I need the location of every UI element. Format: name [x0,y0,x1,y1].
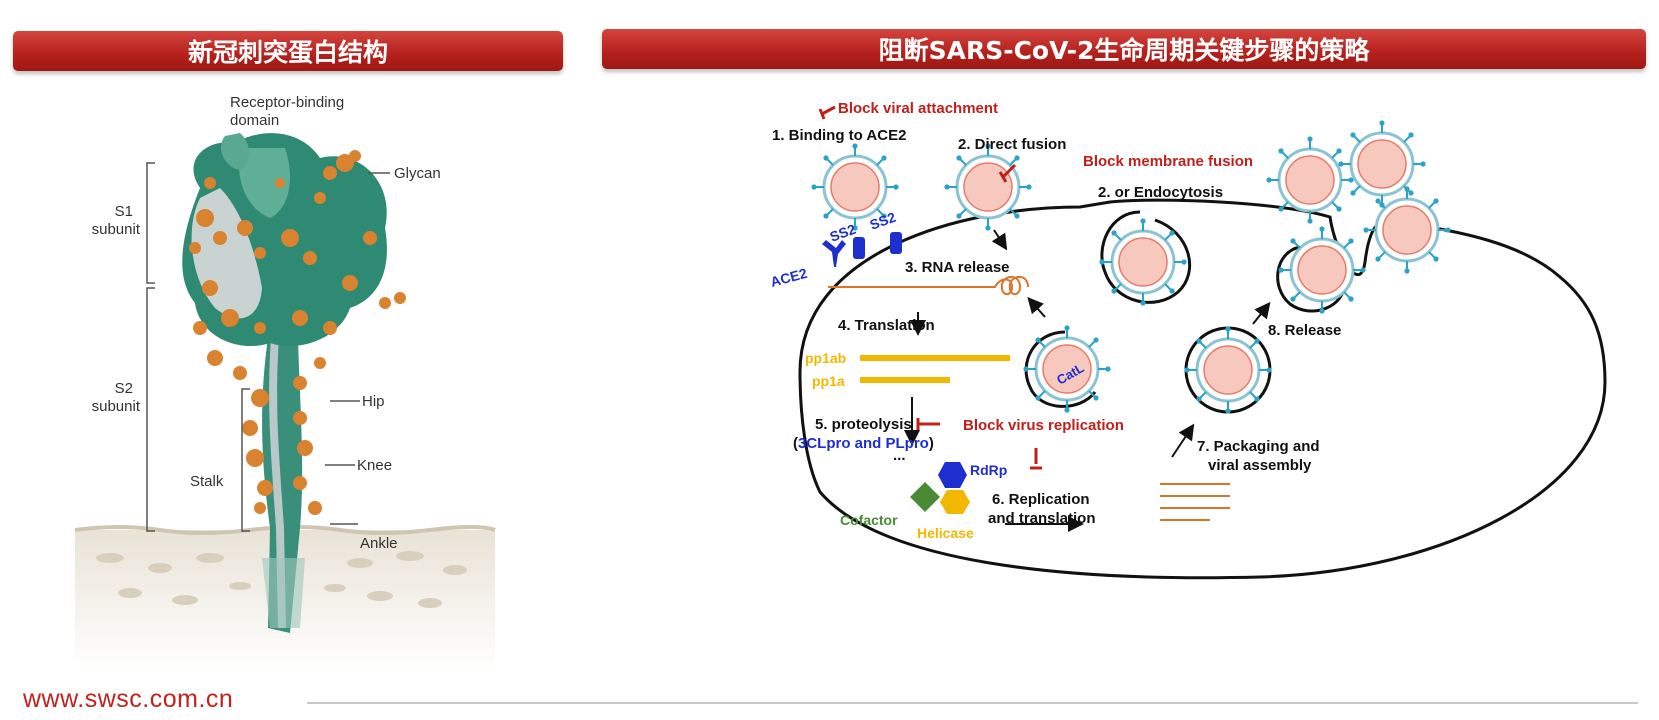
cofactor-shape [910,482,940,512]
step5-close-paren: ) [929,435,934,452]
rdrp-label: RdRp [970,462,1007,478]
lifecycle-diagram: Block viral attachment 1. Binding to ACE… [769,100,1607,580]
s1-subunit-label: subunit [92,221,141,238]
step5-open-paren: ( [793,435,798,452]
step3-label: 3. RNA release [905,259,1010,276]
left-panel-title: 新冠刺突蛋白结构 [187,38,388,67]
spike-protein-figure: Receptor-binding domain Glycan S1 subuni… [74,94,496,670]
step4-label: 4. Translation [838,317,935,334]
ss2-protein-a [853,237,865,259]
virus-released-4 [1276,224,1368,316]
pp1a-label: pp1a [812,373,845,389]
block-fusion-label: Block membrane fusion [1083,153,1253,170]
footer-url[interactable]: www.swsc.com.cn [23,685,234,713]
step6-label-line2: and translation [988,510,1096,527]
rdrp-shape [938,462,967,488]
virus-released-1 [1264,134,1356,226]
inhibition-symbols [818,105,1042,470]
ankle-label: Ankle [360,535,398,552]
glycan-label: Glycan [394,165,441,182]
step5-ellipsis: ... [893,447,906,464]
step2-endocytosis-label: 2. or Endocytosis [1098,184,1223,201]
step5-enzymes-line: (3CLpro and PLpro) [793,435,934,452]
helicase-label: Helicase [917,525,974,541]
viral-rna [828,275,1029,296]
s1-label: S1 [115,203,133,220]
block-attachment-label: Block viral attachment [838,100,998,117]
glycan-clusters [189,150,406,515]
pp1ab-label: pp1ab [805,350,846,366]
virus-endocytosis [1097,216,1189,308]
block-replication-label: Block virus replication [963,417,1124,434]
step1-label: 1. Binding to ACE2 [772,127,906,144]
virus-assembled [1182,324,1274,416]
helicase-shape [940,490,970,514]
spike-stalk [262,337,305,633]
knee-label: Knee [357,457,392,474]
step5-label: 5. proteolysis [815,416,912,433]
s2-label: S2 [115,380,133,397]
footer-divider [307,702,1638,704]
stalk-label: Stalk [190,473,224,490]
flow-arrows [904,229,1271,532]
ace2-receptor [822,240,846,267]
step2-direct-label: 2. Direct fusion [958,136,1066,153]
hip-label: Hip [362,393,385,410]
step7-label-line2: viral assembly [1208,457,1312,474]
ss2-protein-b [890,232,902,254]
s2-subunit-label: subunit [92,398,141,415]
rbd-label-line2: domain [230,112,279,129]
subunit-brackets [146,162,390,532]
step8-label: 8. Release [1268,322,1341,339]
virus-released-2 [1336,118,1428,210]
step6-label-line1: 6. Replication [992,491,1090,508]
rbd-label-line1: Receptor-binding [230,94,344,111]
right-panel-title-banner: 阻断SARS-CoV-2生命周期关键步骤的策略 [602,29,1646,69]
virus-released-3 [1361,184,1453,276]
ace2-label: ACE2 [769,265,809,290]
right-panel-title: 阻断SARS-CoV-2生命周期关键步骤的策略 [878,36,1370,65]
replication-products [1160,483,1230,521]
cofactor-label: Cofactor [840,512,898,528]
left-panel-title-banner: 新冠刺突蛋白结构 [13,31,563,71]
virus-fusion [942,141,1034,233]
step7-label-line1: 7. Packaging and [1197,438,1320,455]
step5-enzymes: 3CLpro and PLpro [798,435,929,452]
